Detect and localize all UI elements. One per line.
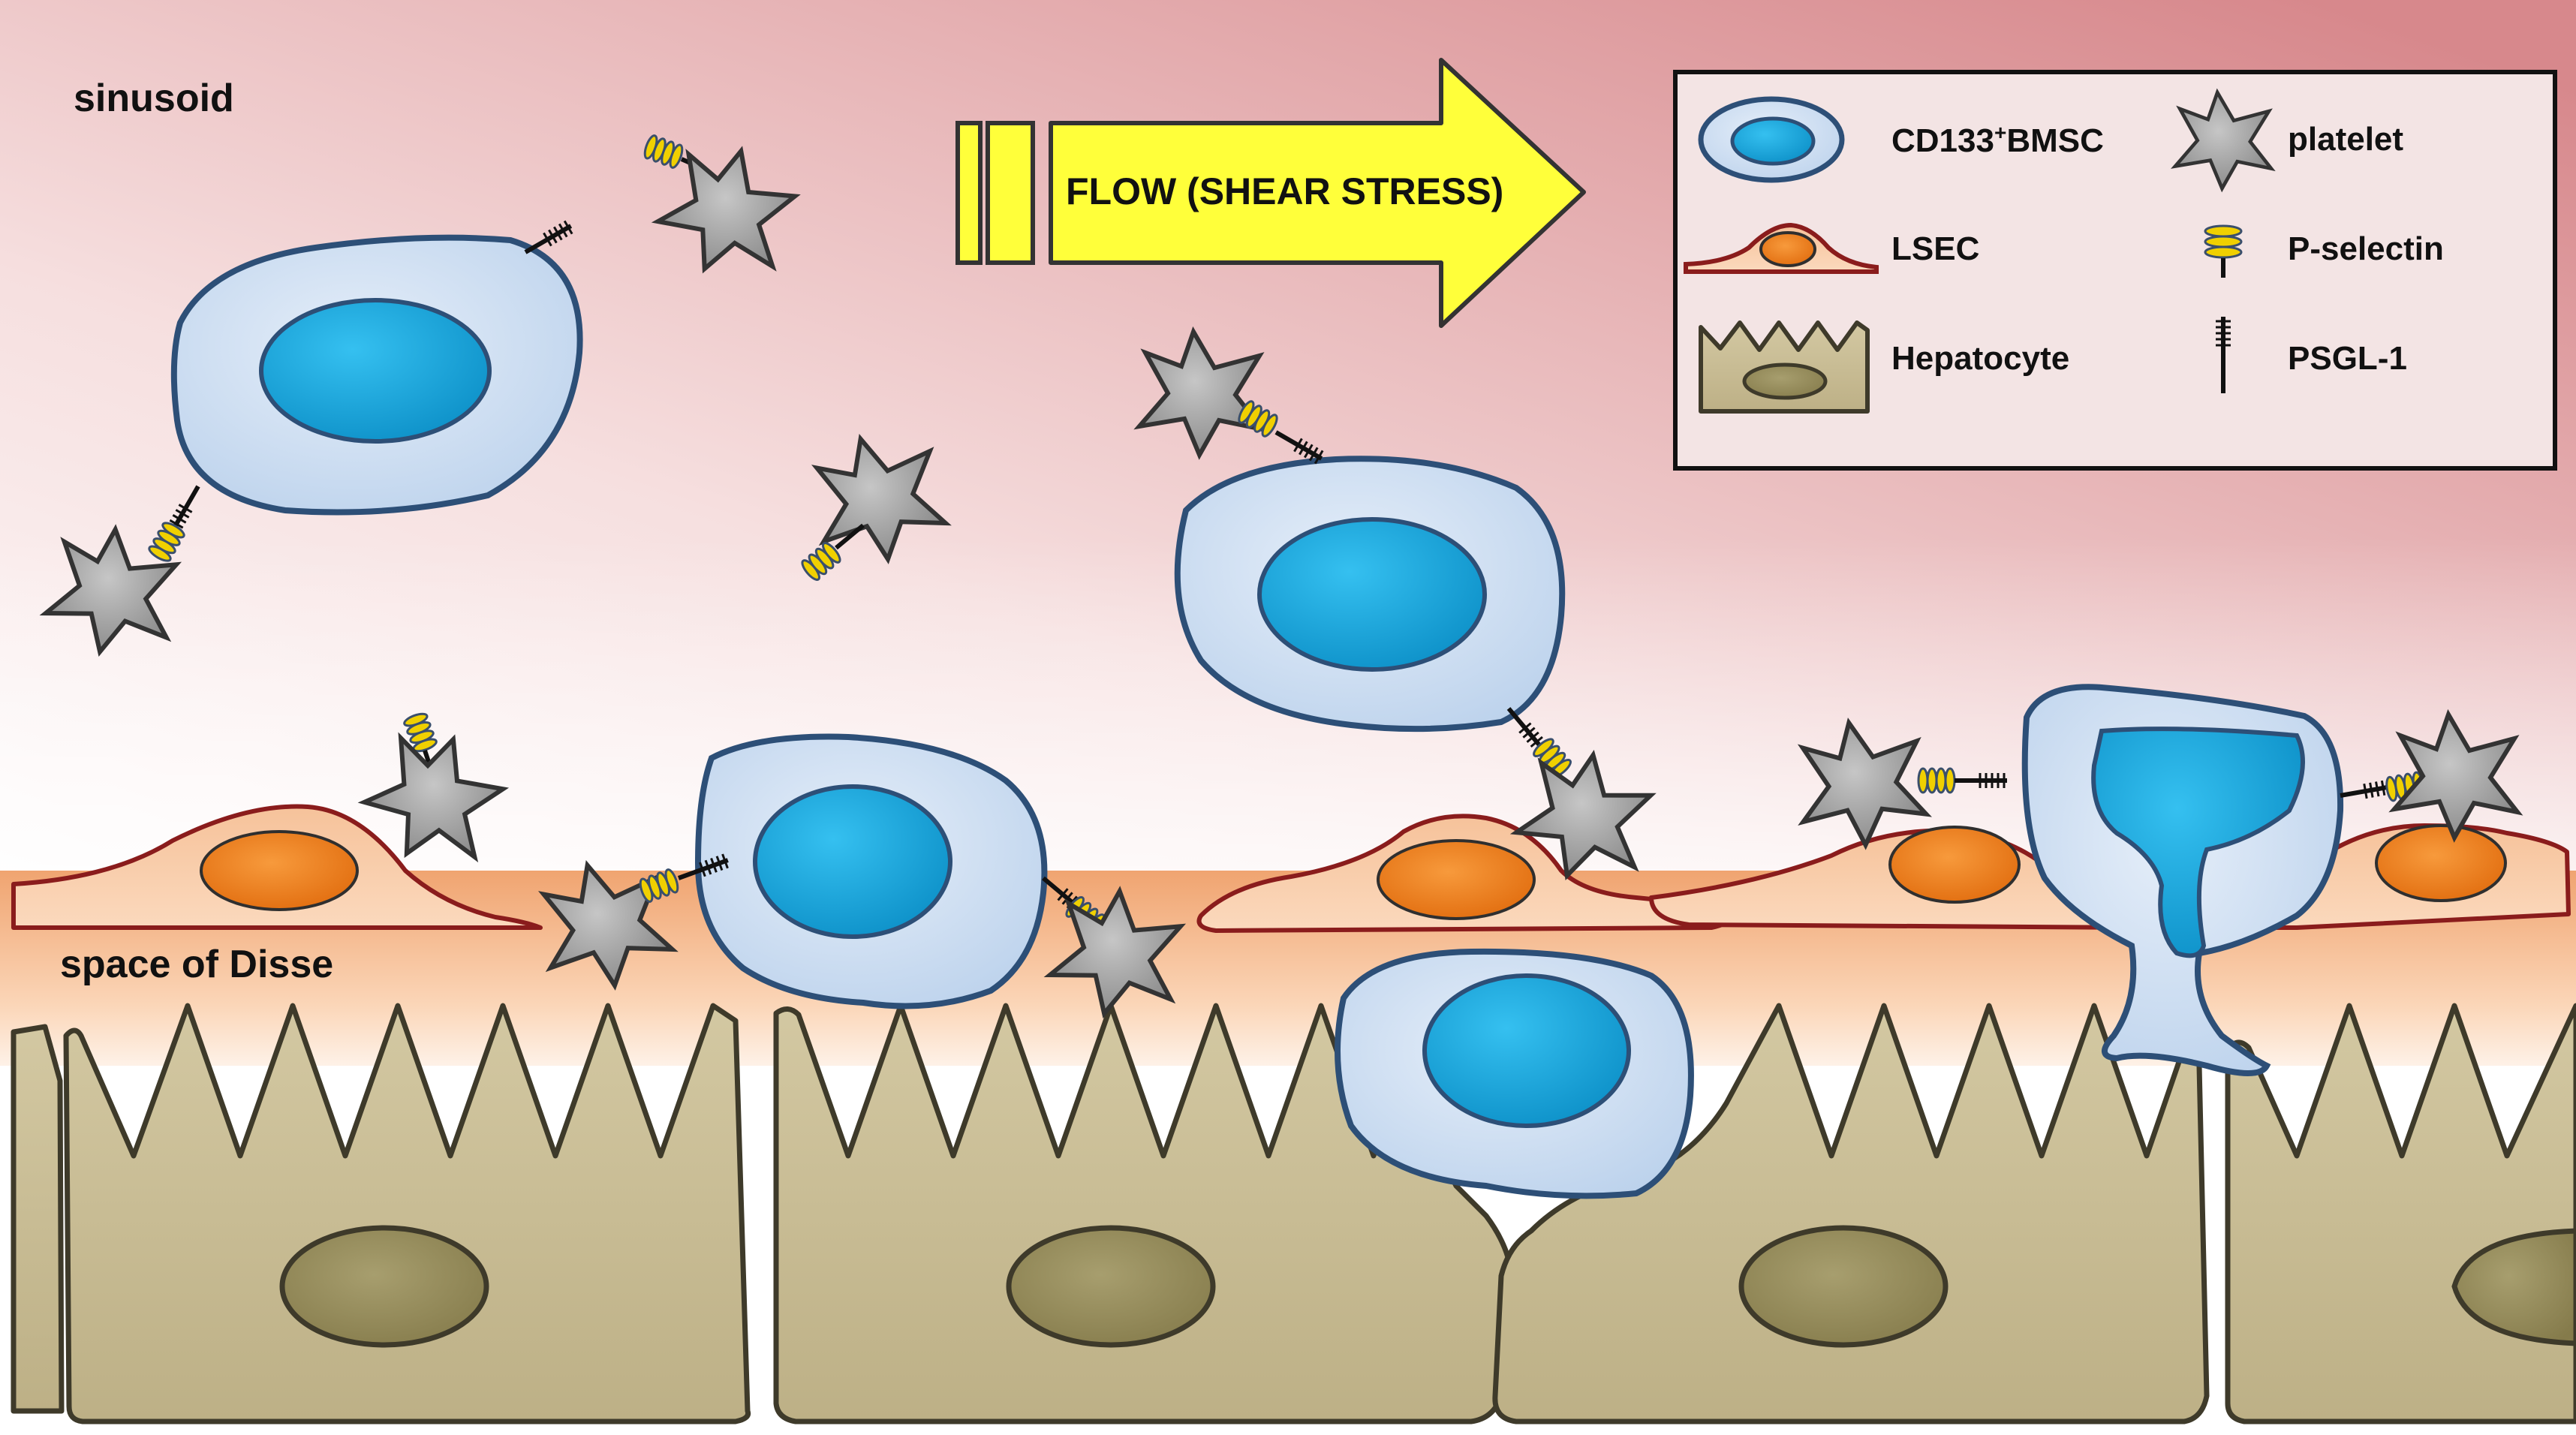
bmsc-nucleus [259,298,492,444]
hepatocyte-cell [11,1024,65,1414]
flow-arrow-head [1049,58,1586,328]
legend-item-psgl-1: PSGL-1 [2216,317,2407,393]
hepatocyte-nuclei [279,1225,2576,1348]
bmsc-nucleus [753,784,952,939]
bmsc-nucleus [2091,727,2305,958]
legend-item-lsec: LSEC [1684,222,1979,274]
legend-item-hepatocyte: Hepatocyte [1699,320,2069,414]
legend-label-platelet: platelet [2288,121,2403,158]
legend-label-hepatocyte: Hepatocyte [1891,340,2069,377]
legend-label-psgl-1: PSGL-1 [2288,340,2407,377]
lsec-nucleus [200,830,359,911]
bmsc-cell [170,234,583,516]
legend-item-bmsc: CD133+BMSC [1698,96,2104,183]
bmsc-nucleus [1257,517,1487,672]
lsec-nucleus [2375,824,2507,902]
legend-label-lsec: LSEC [1891,230,1979,267]
legend-item-p-selectin: P-selectin [2204,224,2444,278]
hepatocyte-cell [63,1003,751,1424]
bmsc-cell-icon [1698,96,1845,183]
flow-arrow-bar [955,121,983,265]
bmsc-cell [1335,948,1694,1199]
lsec-nucleus [1888,826,2021,904]
flow-arrow-bar [986,121,1035,265]
bmsc-cell [694,733,1048,1009]
lsec-nucleus [1377,839,1536,920]
hepatocyte-nucleus [2451,1228,2576,1346]
space-of-disse-label: space of Disse [60,943,333,986]
bmsc-nucleus [1422,973,1631,1128]
legend: CD133+BMSC platelet LSEC P-selectin Hepa… [1673,70,2557,471]
flow-arrow: FLOW (SHEAR STRESS) [955,58,1586,328]
lsec-nuclei [200,824,2507,920]
hepatocyte-nucleus [1738,1225,1949,1348]
hepatocyte-nucleus [1006,1225,1216,1348]
flow-label: FLOW (SHEAR STRESS) [1066,170,1503,212]
p-selectin-icon [2204,224,2243,278]
bmsc-cell-transmigrating [2021,684,2344,1076]
legend-label-p-selectin: P-selectin [2288,230,2444,267]
psgl-1-icon [2216,317,2231,393]
hepatocyte-nucleus [279,1225,489,1348]
legend-label-bmsc: CD133+BMSC [1891,121,2104,159]
sinusoid-label: sinusoid [74,77,234,120]
bmsc-cell [1174,456,1566,733]
platelets [41,133,2517,1024]
legend-item-platelet: platelet [2175,92,2403,188]
